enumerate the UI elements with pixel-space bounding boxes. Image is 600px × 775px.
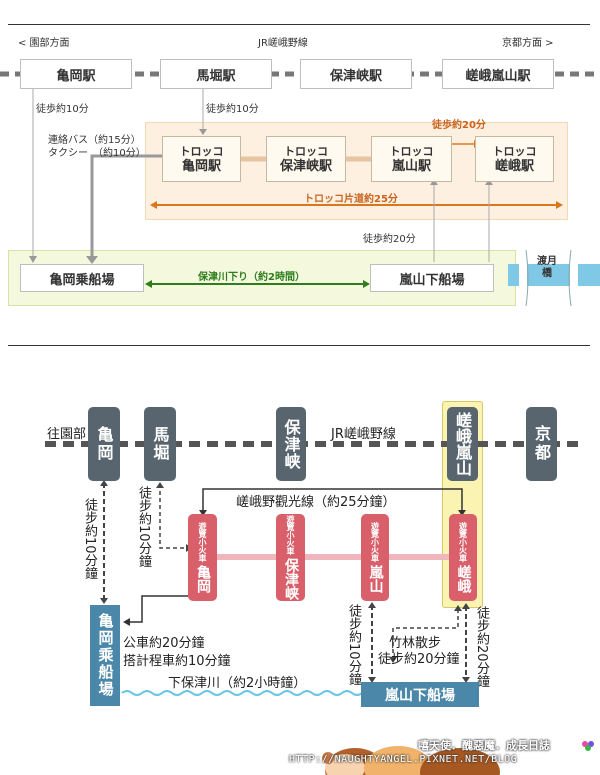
line-name-bottom: JR嵯峨野線	[331, 427, 396, 442]
torokko-kind: トロッコ	[284, 145, 328, 158]
torokko-prefix: 遊覽小火車	[286, 515, 295, 555]
jr-station-umahori: 馬堀駅	[160, 59, 272, 89]
jr-box-hozukyo: 保津峡	[276, 407, 306, 481]
walk-label-kameoka-bottom: 徒步約10分鐘	[82, 498, 97, 580]
vertical-text: 馬堀	[150, 426, 170, 462]
togetsukyo-label: 渡月橋	[537, 256, 557, 279]
jr-box-kameoka: 亀岡	[88, 407, 120, 481]
bamboo-walk-label: 竹林散步	[389, 636, 442, 651]
vertical-text: 京都	[532, 425, 551, 463]
torokko-kind: トロッコ	[389, 145, 434, 158]
walk-label-kameoka: 徒歩約10分	[36, 104, 89, 115]
river-trip-label-top: 保津川下り（約2時間）	[198, 272, 305, 283]
torokko-box-kameoka: 遊覽小火車 亀岡	[188, 514, 217, 601]
torokko-name: 保津峡駅	[279, 159, 332, 174]
torokko-station-saga: トロッコ 嵯峨駅	[475, 136, 554, 182]
line-left-label: 往園部	[47, 427, 87, 442]
vertical-text: 嵐山	[367, 565, 384, 593]
torokko-oneway-label: トロッコ片道約25分	[304, 194, 398, 205]
torokko-station-arashiyama: トロッコ 嵐山駅	[371, 136, 452, 182]
bus-label: 連絡バス（約15分）	[48, 135, 141, 146]
middle-divider	[8, 345, 590, 346]
jr-station-saga-arashiyama: 嵯峨嵐山駅	[442, 59, 554, 89]
walk-label-saga-bottom: 徒步約20分鐘	[474, 606, 489, 688]
taxi-label: タクシー （約10分）	[48, 148, 146, 159]
bus-label-bottom: 公車約20分鐘	[123, 636, 205, 651]
top-divider	[8, 24, 590, 25]
sightseeing-line-label: 嵯峨野觀光線（約25分鐘）	[236, 495, 396, 510]
torokko-station-hozukyo: トロッコ 保津峡駅	[266, 136, 346, 182]
vertical-text: 亀岡乘船場	[96, 613, 115, 698]
line-name-top: JR嵯峨野線	[258, 38, 308, 49]
jr-box-umahori: 馬堀	[144, 407, 176, 481]
vertical-text: 亀岡	[94, 426, 114, 462]
walk-label-umahori: 徒歩約10分	[206, 104, 259, 115]
torokko-prefix: 遊覽小火車	[458, 522, 468, 562]
taxi-label-bottom: 搭計程車約10分鐘	[123, 654, 231, 669]
river-trip-label-bottom: 下保津川（約2小時鐘）	[168, 676, 307, 691]
walk-label-torokko: 徒歩約20分	[432, 120, 486, 131]
walk-label-umahori-bottom: 徒步約10分鐘	[136, 486, 151, 568]
torokko-station-kameoka: トロッコ 亀岡駅	[162, 136, 241, 182]
watermark-url: HTTP://NAUGHTYANGEL.PIXNET.NET/BLOG	[289, 754, 518, 765]
heart-icon	[581, 737, 595, 756]
torokko-prefix: 遊覽小火車	[198, 522, 207, 562]
walk-label-arashiyama-bottom: 徒步約10分鐘	[346, 604, 361, 686]
torokko-box-hozukyo: 遊覽小火車 保津峡	[276, 514, 305, 601]
direction-left: < 園部方面	[18, 38, 70, 49]
bamboo-walk-time: 徒步約20分鐘	[378, 652, 460, 667]
pier-arashiyama-bottom: 嵐山下船場	[361, 682, 479, 707]
pier-kameoka-bottom: 亀岡乘船場	[90, 605, 120, 706]
pier-kameoka-top: 亀岡乗船場	[20, 264, 144, 292]
jr-box-kyoto: 京都	[526, 407, 557, 481]
watermark-title: 嘻天使．醜惡魔．成長日誌	[418, 739, 550, 752]
vertical-text: 亀岡	[195, 565, 211, 593]
vertical-text: 保津峡	[283, 558, 299, 600]
torokko-name: 嵐山駅	[391, 159, 431, 174]
vertical-text: 嵯峨	[455, 565, 472, 593]
vertical-text: 保津峡	[281, 418, 301, 470]
torokko-box-arashiyama: 遊覽小火車 嵐山	[361, 514, 389, 601]
direction-right: 京都方面 >	[502, 38, 554, 49]
torokko-kind: トロッコ	[179, 145, 224, 158]
jr-box-saga-arashiyama: 嵯峨嵐山	[447, 407, 478, 481]
torokko-box-saga: 遊覽小火車 嵯峨	[449, 514, 477, 601]
pier-arashiyama-top: 嵐山下船場	[370, 264, 494, 292]
torokko-prefix: 遊覽小火車	[370, 522, 380, 562]
torokko-name: 嵯峨駅	[494, 159, 534, 174]
jr-station-kameoka: 亀岡駅	[20, 59, 132, 89]
vertical-text: 嵯峨嵐山	[453, 412, 472, 476]
jr-station-hozukyo: 保津峡駅	[300, 59, 412, 89]
walk-label-pier: 徒歩約20分	[363, 234, 416, 245]
torokko-name: 亀岡駅	[181, 159, 221, 174]
torokko-kind: トロッコ	[492, 145, 537, 158]
